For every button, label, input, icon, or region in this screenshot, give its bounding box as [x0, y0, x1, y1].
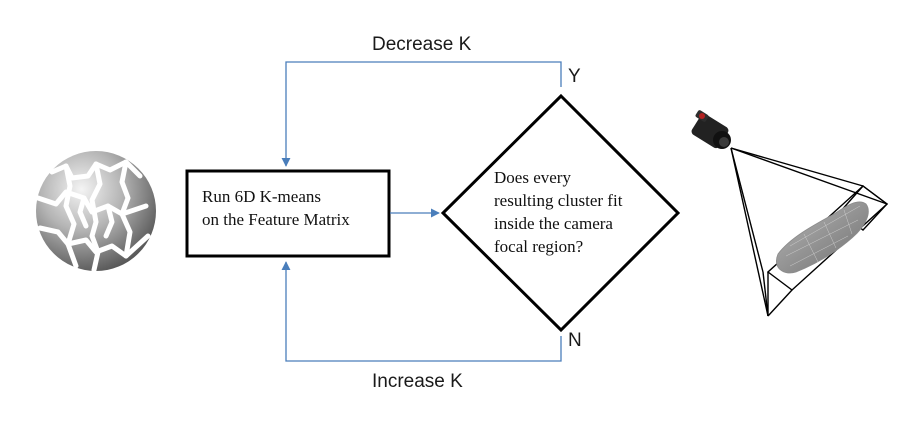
- process-box-line-1: Run 6D K-means: [202, 187, 321, 206]
- decision-line-3: inside the camera: [494, 214, 613, 233]
- camera-icon: [691, 110, 731, 149]
- increase-k-label: Increase K: [372, 371, 463, 392]
- segmented-sphere-icon: [35, 151, 156, 273]
- decrease-loop-arrow: [281, 61, 562, 167]
- yes-label: Y: [568, 66, 581, 87]
- decision-line-1: Does every: [494, 168, 571, 187]
- decision-line-2: resulting cluster fit: [494, 191, 623, 210]
- process-box-line-2: on the Feature Matrix: [202, 210, 350, 229]
- camera-frustum-icon: [730, 147, 889, 317]
- increase-loop-arrow: [281, 261, 562, 362]
- decision-diamond: Does every resulting cluster fit inside …: [440, 93, 681, 333]
- process-box: Run 6D K-means on the Feature Matrix: [185, 169, 391, 258]
- decision-line-4: focal region?: [494, 237, 583, 256]
- decrease-k-label: Decrease K: [372, 34, 472, 55]
- no-label: N: [568, 330, 582, 351]
